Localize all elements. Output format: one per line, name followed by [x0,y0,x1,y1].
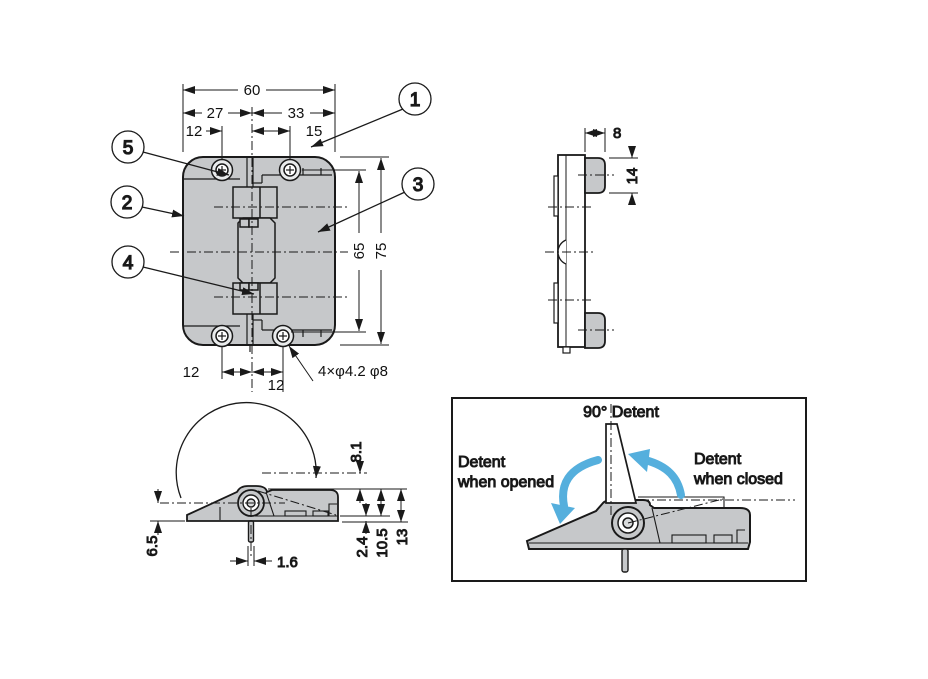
dim-pin-width: 1.6 [277,554,298,571]
dim-tab-depth: 8 [613,125,621,142]
dim-height: 75 [373,243,390,260]
center-lines [170,107,348,390]
dim-right: 33 [288,105,305,122]
detent-opened-line1: Detent [458,454,506,471]
detent-diagram: 90° Detent Detent when opened Detent whe… [451,397,807,582]
dim-total-height: 13 [394,529,411,546]
open-flap-blade [605,423,638,504]
arrow-open-curve [559,456,602,510]
balloon-5-label: 5 [123,138,134,159]
dim-width: 60 [244,82,261,99]
arrow-close-curve [641,456,685,499]
dim-bottom-right: 12 [268,377,285,394]
arrow-close-head [628,449,650,472]
balloon-3: 3 [401,167,435,201]
callout-balloons: 1 5 2 4 3 [110,82,435,296]
screw-hole [210,324,234,348]
screw-hole [278,158,302,182]
screw-hole [210,158,234,182]
front-view [170,107,348,390]
side-view: 8 14 [545,125,642,354]
detent-title: 90° Detent [583,404,659,421]
dim-plate-thickness: 2.4 [354,537,371,558]
hole-spec-note: 4×φ4.2 φ8 [318,363,388,380]
dim-tab-height: 14 [624,168,641,185]
balloon-5: 5 [111,130,145,164]
dim-axis-height: 6.5 [144,536,161,557]
balloon-1-label: 1 [410,90,421,111]
dim-left: 27 [207,105,224,122]
arrow-open-head [551,503,575,524]
hinge-knuckle [232,186,278,315]
dim-hole-left: 12 [186,123,203,140]
detent-arrows [551,449,685,524]
balloon-4: 4 [111,245,145,279]
balloon-2-label: 2 [122,193,133,214]
balloon-2: 2 [110,185,144,219]
screw-hole [271,324,295,348]
detent-closed-line2: when closed [693,471,783,488]
closed-flap-outline [638,496,725,507]
balloon-4-label: 4 [123,253,134,274]
front-view-dimensions [182,84,389,392]
detent-closed-line1: Detent [694,451,742,468]
dim-hole-right: 15 [306,123,323,140]
dim-mid-height: 10.5 [374,528,391,557]
balloon-1: 1 [398,82,432,116]
detent-pin [621,548,629,573]
profile-view: 6.5 1.6 8.1 2.4 10.5 13 [144,401,412,572]
front-view-dim-labels: 60 27 33 12 15 65 75 12 12 4×φ4.2 φ8 [183,82,390,394]
dim-bottom-left: 12 [183,364,200,381]
detent-opened-line2: when opened [457,474,554,491]
dim-flap-height: 8.1 [348,442,365,463]
dim-hole-pitch: 65 [351,243,368,260]
balloon-3-label: 3 [413,175,424,196]
swing-arc [175,401,321,499]
